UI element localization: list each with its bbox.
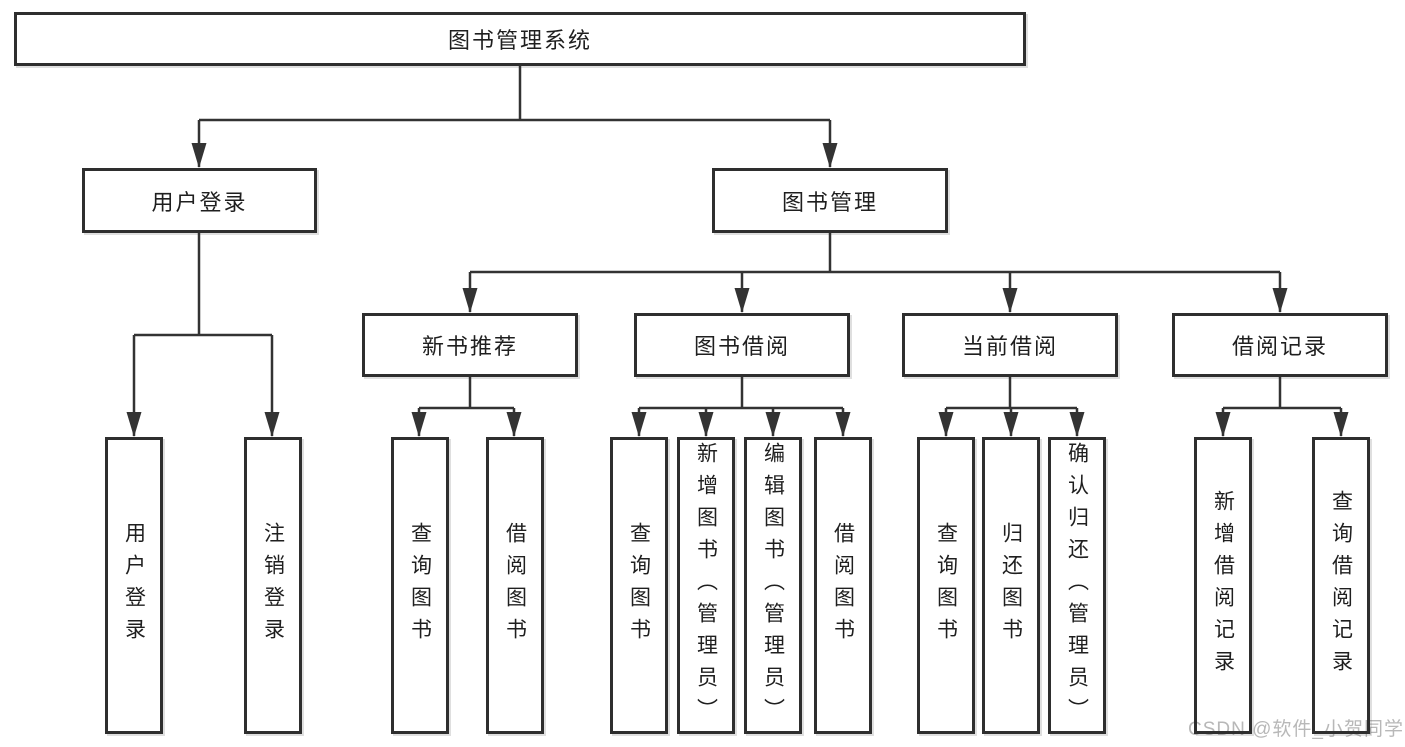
leaf-borrow-borrow-book: 借阅图书 [814,437,872,734]
node-label: 图书借阅 [693,334,790,359]
node-label: 借阅记录 [1231,334,1328,359]
leaf-recommend-borrow-book: 借阅图书 [486,437,544,734]
leaf-label: 借阅图书 [831,521,855,650]
leaf-recommend-query-book: 查询图书 [391,437,449,734]
leaf-label: 确认归还（管理员） [1065,441,1089,730]
node-user-login: 用户登录 [82,168,317,233]
node-borrow-record: 借阅记录 [1172,313,1388,377]
leaf-label: 注销登录 [261,521,285,650]
leaf-record-query-borrow-record: 查询借阅记录 [1312,437,1370,734]
leaf-label: 查询借阅记录 [1329,489,1353,682]
leaf-borrow-query-book: 查询图书 [610,437,668,734]
node-library-system: 图书管理系统 [14,12,1026,66]
leaf-current-return-book: 归还图书 [982,437,1040,734]
node-book-borrow: 图书借阅 [634,313,850,377]
leaf-logout: 注销登录 [244,437,302,734]
leaf-current-confirm-return-admin: 确认归还（管理员） [1048,437,1106,734]
node-new-book-recommend: 新书推荐 [362,313,578,377]
node-label: 图书管理系统 [447,28,592,53]
leaf-record-add-borrow-record: 新增借阅记录 [1194,437,1252,734]
node-book-management: 图书管理 [712,168,948,233]
leaf-label: 新增图书（管理员） [694,441,718,730]
node-label: 图书管理 [781,189,878,215]
leaf-label: 用户登录 [122,521,146,650]
leaf-label: 借阅图书 [503,521,527,650]
node-current-borrow: 当前借阅 [902,313,1118,377]
node-label: 当前借阅 [961,334,1058,359]
leaf-label: 查询图书 [934,521,958,650]
leaf-label: 新增借阅记录 [1211,489,1235,682]
leaf-borrow-add-book-admin: 新增图书（管理员） [677,437,735,734]
node-label: 新书推荐 [421,334,518,359]
leaf-borrow-edit-book-admin: 编辑图书（管理员） [744,437,802,734]
leaf-label: 查询图书 [408,521,432,650]
leaf-label: 查询图书 [627,521,651,650]
node-label: 用户登录 [151,189,248,215]
leaf-label: 归还图书 [999,521,1023,650]
csdn-watermark: CSDN @软件_小贺同学 [1188,719,1404,740]
leaf-current-query-book: 查询图书 [917,437,975,734]
leaf-label: 编辑图书（管理员） [761,441,785,730]
leaf-user-login: 用户登录 [105,437,163,734]
